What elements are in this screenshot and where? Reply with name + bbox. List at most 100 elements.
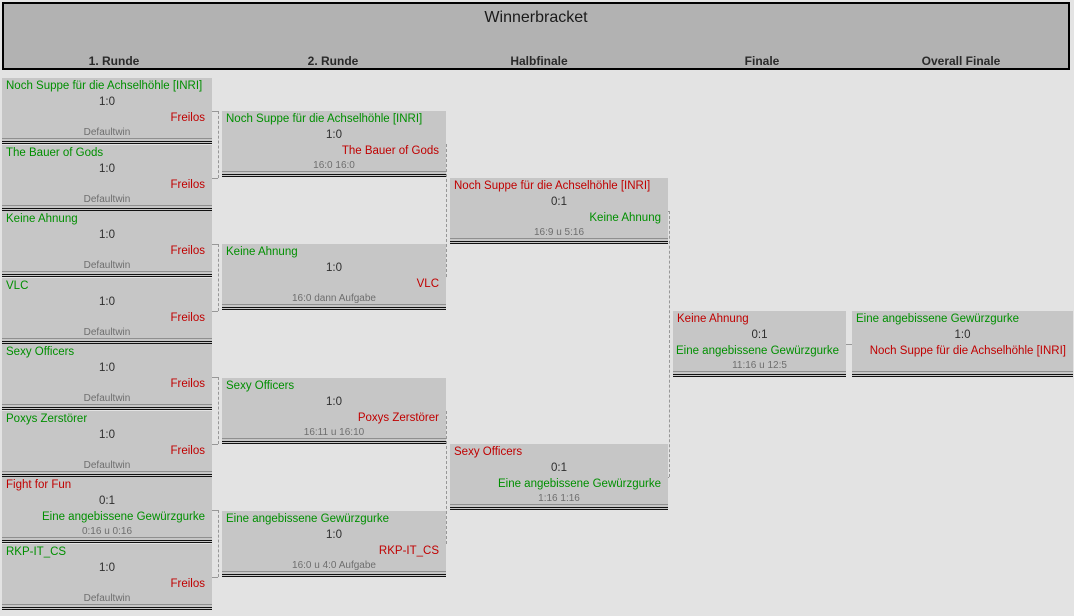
match-score: 0:1 [99, 495, 115, 507]
participant-bottom: Noch Suppe für die Achselhöhle [INRI] [869, 345, 1066, 357]
match-note: Defaultwin [2, 593, 212, 605]
participant-bottom: Freilos [170, 312, 205, 324]
match-note: 16:0 dann Aufgabe [222, 293, 446, 305]
round-header-4: Finale [744, 54, 780, 68]
bracket-connector [212, 377, 218, 378]
bracket-connector [212, 577, 218, 578]
match-score: 0:1 [551, 462, 567, 474]
participant-bottom: Freilos [170, 445, 205, 457]
match-score: 1:0 [99, 362, 115, 374]
participant-top: Sexy Officers [454, 446, 523, 458]
bracket-connector [446, 411, 447, 544]
match-note: 16:0 16:0 [222, 160, 446, 172]
match-note: Defaultwin [2, 260, 212, 272]
participant-bottom: Eine angebissene Gewürzgurke [497, 478, 661, 490]
match-note: 11:16 u 12:5 [673, 360, 846, 372]
participant-top: Noch Suppe für die Achselhöhle [INRI] [6, 80, 203, 92]
participant-bottom: Freilos [170, 578, 205, 590]
round-header-2: 2. Runde [307, 54, 359, 68]
match-score: 1:0 [99, 429, 115, 441]
match-note: Defaultwin [2, 460, 212, 472]
participant-top: Sexy Officers [6, 346, 75, 358]
bracket-connector [446, 144, 447, 277]
bracket-connector [218, 244, 219, 311]
bracket-connector [218, 111, 219, 178]
bracket-connector [846, 344, 852, 345]
bracket-connector [212, 244, 218, 245]
participant-top: Keine Ahnung [226, 246, 298, 258]
match-note [852, 360, 1073, 372]
match-note: Defaultwin [2, 194, 212, 206]
participant-top: RKP-IT_CS [6, 546, 67, 558]
bracket-connector [218, 377, 219, 444]
participant-top: VLC [6, 280, 29, 292]
round-header-3: Halbfinale [510, 54, 568, 68]
participant-bottom: Freilos [170, 112, 205, 124]
participant-bottom: VLC [416, 278, 439, 290]
bracket-connector [212, 311, 218, 312]
participant-bottom: The Bauer of Gods [341, 145, 439, 157]
participant-bottom: Freilos [170, 378, 205, 390]
bracket-connector [668, 477, 669, 478]
round-header-1: 1. Runde [88, 54, 140, 68]
participant-top: Sexy Officers [226, 380, 295, 392]
match-score: 1:0 [99, 163, 115, 175]
match-score: 1:0 [326, 396, 342, 408]
match-box[interactable]: Noch Suppe für die Achselhöhle [INRI] 0:1… [450, 178, 668, 244]
match-score: 0:1 [551, 196, 567, 208]
bracket-connector [218, 510, 219, 577]
match-score: 1:0 [99, 229, 115, 241]
bracket-connector [212, 111, 218, 112]
round-header-5: Overall Finale [921, 54, 1001, 68]
match-box[interactable]: Noch Suppe für die Achselhöhle [INRI] 1:0… [222, 111, 446, 177]
match-note: Defaultwin [2, 393, 212, 405]
participant-top: Poxys Zerstörer [6, 413, 88, 425]
match-score: 1:0 [326, 129, 342, 141]
participant-top: Noch Suppe für die Achselhöhle [INRI] [226, 113, 423, 125]
match-score: 0:1 [751, 329, 768, 341]
bracket-connector [212, 510, 218, 511]
match-score: 1:0 [99, 96, 115, 108]
match-note: Defaultwin [2, 327, 212, 339]
match-note: Defaultwin [2, 127, 212, 139]
match-score: 1:0 [326, 262, 342, 274]
bracket-connector [669, 211, 670, 477]
participant-top: Eine angebissene Gewürzgurke [856, 313, 1020, 325]
participant-bottom: Freilos [170, 179, 205, 191]
participant-top: Fight for Fun [6, 479, 72, 491]
match-note: 0:16 u 0:16 [2, 526, 212, 538]
bracket-connector [668, 211, 669, 212]
match-score: 1:0 [99, 296, 115, 308]
match-note: 1:16 1:16 [450, 493, 668, 505]
match-box[interactable]: Noch Suppe für die Achselhöhle [INRI] 1:0… [2, 78, 212, 144]
participant-top: Noch Suppe für die Achselhöhle [INRI] [454, 180, 651, 192]
participant-top: Keine Ahnung [677, 313, 749, 325]
participant-top: The Bauer of Gods [6, 147, 104, 159]
bracket-connector [212, 444, 218, 445]
match-score: 1:0 [326, 529, 342, 541]
participant-top: Eine angebissene Gewürzgurke [226, 513, 390, 525]
match-score: 1:0 [954, 329, 971, 341]
participant-bottom: Eine angebissene Gewürzgurke [41, 511, 205, 523]
participant-bottom: Freilos [170, 245, 205, 257]
bracket-connector [212, 178, 218, 179]
participant-bottom: Poxys Zerstörer [357, 412, 439, 424]
match-score: 1:0 [99, 562, 115, 574]
match-note: 16:11 u 16:10 [222, 427, 446, 439]
participant-bottom: Eine angebissene Gewürzgurke [675, 345, 839, 357]
